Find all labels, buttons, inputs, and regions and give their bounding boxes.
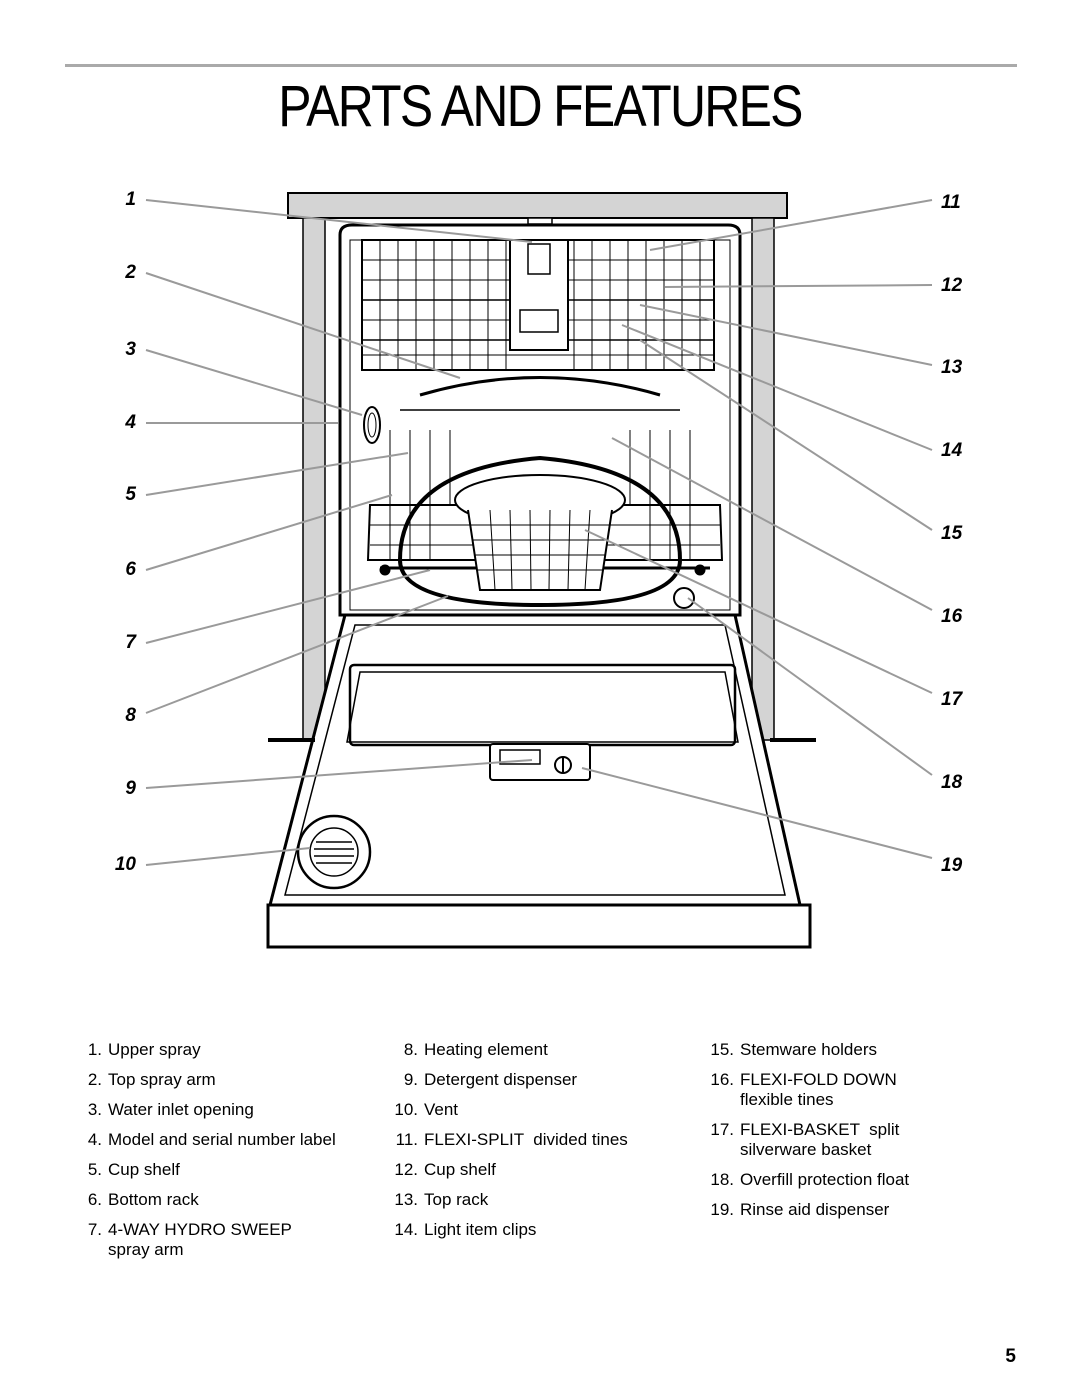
overfill-float <box>673 587 695 609</box>
legend-number: 7. <box>87 1220 102 1239</box>
legend-number: 19. <box>710 1200 734 1219</box>
upper-rack <box>361 239 715 411</box>
legend-text: Bottom rack <box>108 1190 199 1209</box>
callout-1: 1 <box>125 189 136 210</box>
legend-number: 13. <box>394 1190 418 1209</box>
legend-item: 19. Rinse aid dispenser <box>706 1200 936 1220</box>
door-base <box>266 903 812 949</box>
legend-number: 12. <box>394 1160 418 1179</box>
callout-19: 19 <box>941 855 963 876</box>
legend-text: FLEXI-FOLD DOWN flexible tines <box>740 1070 897 1109</box>
vent <box>296 814 372 890</box>
legend-item: 7. 4-WAY HYDRO SWEEP spray arm <box>82 1220 372 1260</box>
legend-item: 5. Cup shelf <box>82 1160 372 1180</box>
legend-item: 6. Bottom rack <box>82 1190 372 1210</box>
legend-number: 8. <box>403 1040 418 1059</box>
detergent-dispenser <box>489 743 591 781</box>
legend-text: Top rack <box>424 1190 489 1209</box>
legend-column-1: 1. Upper spray 2. Top spray arm 3. Water in… <box>82 1040 372 1270</box>
legend-number: 4. <box>87 1130 102 1149</box>
callout-17: 17 <box>941 689 963 710</box>
callout-13: 13 <box>941 357 963 378</box>
legend-number: 3. <box>87 1100 102 1119</box>
callout-11: 11 <box>941 192 961 213</box>
legend-text: 4-WAY HYDRO SWEEP spray arm <box>108 1220 292 1259</box>
leader-lines-left <box>145 199 533 866</box>
legend-item: 11. FLEXI-SPLIT divided tines <box>390 1130 680 1150</box>
legend-text: FLEXI-BASKET split silverware basket <box>740 1120 905 1159</box>
vent-tab <box>527 217 553 225</box>
legend-item: 14. Light item clips <box>390 1220 680 1240</box>
right-side-panel <box>751 217 775 741</box>
callout-5: 5 <box>125 484 136 505</box>
callout-9: 9 <box>125 778 136 799</box>
callout-8: 8 <box>125 705 136 726</box>
legend-item: 12. Cup shelf <box>390 1160 680 1180</box>
legend-text: Detergent dispenser <box>424 1070 578 1089</box>
legend-item: 16. FLEXI-FOLD DOWN flexible tines <box>706 1070 936 1110</box>
legend-number: 17. <box>710 1120 734 1139</box>
legend-item: 13. Top rack <box>390 1190 680 1210</box>
callout-16: 16 <box>941 606 963 627</box>
legend-item: 17. FLEXI-BASKET split silverware basket <box>706 1120 936 1160</box>
legend-text: Water inlet opening <box>108 1100 254 1119</box>
callout-10: 10 <box>114 854 136 875</box>
legend-text: Vent <box>424 1100 459 1119</box>
callout-4: 4 <box>125 412 136 433</box>
legend-item: 18. Overfill protection float <box>706 1170 936 1190</box>
water-inlet <box>363 406 381 444</box>
legend-item: 2. Top spray arm <box>82 1070 372 1090</box>
legend-number: 9. <box>403 1070 418 1089</box>
legend-item: 3. Water inlet opening <box>82 1100 372 1120</box>
callout-14: 14 <box>941 440 963 461</box>
legend-number: 6. <box>87 1190 102 1209</box>
legend-number: 11. <box>395 1130 418 1149</box>
callout-18: 18 <box>941 772 963 793</box>
left-side-panel <box>302 217 326 741</box>
legend-text: Heating element <box>424 1040 548 1059</box>
callout-7: 7 <box>125 632 136 653</box>
callout-6: 6 <box>125 559 136 580</box>
callout-12: 12 <box>941 275 963 296</box>
legend-item: 4. Model and serial number label <box>82 1130 372 1150</box>
legend-column-3: 15. Stemware holders 16. FLEXI-FOLD DOWN f… <box>706 1040 936 1230</box>
page-title: PARTS AND FEATURES <box>278 74 803 139</box>
legend-number: 2. <box>87 1070 102 1089</box>
legend-text: Light item clips <box>424 1220 537 1239</box>
callout-2: 2 <box>125 262 136 283</box>
legend-text: FLEXI-SPLIT divided tines <box>424 1130 628 1149</box>
legend-text: Cup shelf <box>108 1160 180 1179</box>
legend-text: Model and serial number label <box>108 1130 336 1149</box>
legend-item: 10. Vent <box>390 1100 680 1120</box>
silverware-basket <box>454 474 626 591</box>
legend-number: 5. <box>87 1160 102 1179</box>
legend-item: 1. Upper spray <box>82 1040 372 1060</box>
legend-column-2: 8.Heating element 9.Detergent dispenser … <box>390 1040 680 1250</box>
callout-15: 15 <box>941 523 963 544</box>
legend-number: 16. <box>710 1070 734 1089</box>
legend-item: 8. Heating element <box>390 1040 680 1060</box>
legend-text: Top spray arm <box>108 1070 216 1089</box>
top-panel <box>287 192 788 219</box>
legend-item: 15. Stemware holders <box>706 1040 936 1060</box>
top-rule <box>65 64 1017 67</box>
dishwasher-diagram <box>145 192 933 949</box>
legend-number: 1. <box>87 1040 102 1059</box>
page-number: 5 <box>1005 1346 1016 1367</box>
legend-number: 14. <box>394 1220 418 1239</box>
legend-number: 15. <box>710 1040 734 1059</box>
legend-text: Upper spray <box>108 1040 201 1059</box>
heating-element <box>397 455 683 608</box>
legend-number: 10. <box>394 1100 418 1119</box>
callout-3: 3 <box>125 339 136 360</box>
legend-number: 18. <box>710 1170 734 1189</box>
leader-lines-right <box>581 199 933 859</box>
legend-text: Cup shelf <box>424 1160 496 1179</box>
legend-item: 9. Detergent dispenser <box>390 1070 680 1090</box>
legend-text: Rinse aid dispenser <box>740 1200 890 1219</box>
legend-text: Stemware holders <box>740 1040 878 1059</box>
legend-text: Overfill protection float <box>740 1170 910 1189</box>
